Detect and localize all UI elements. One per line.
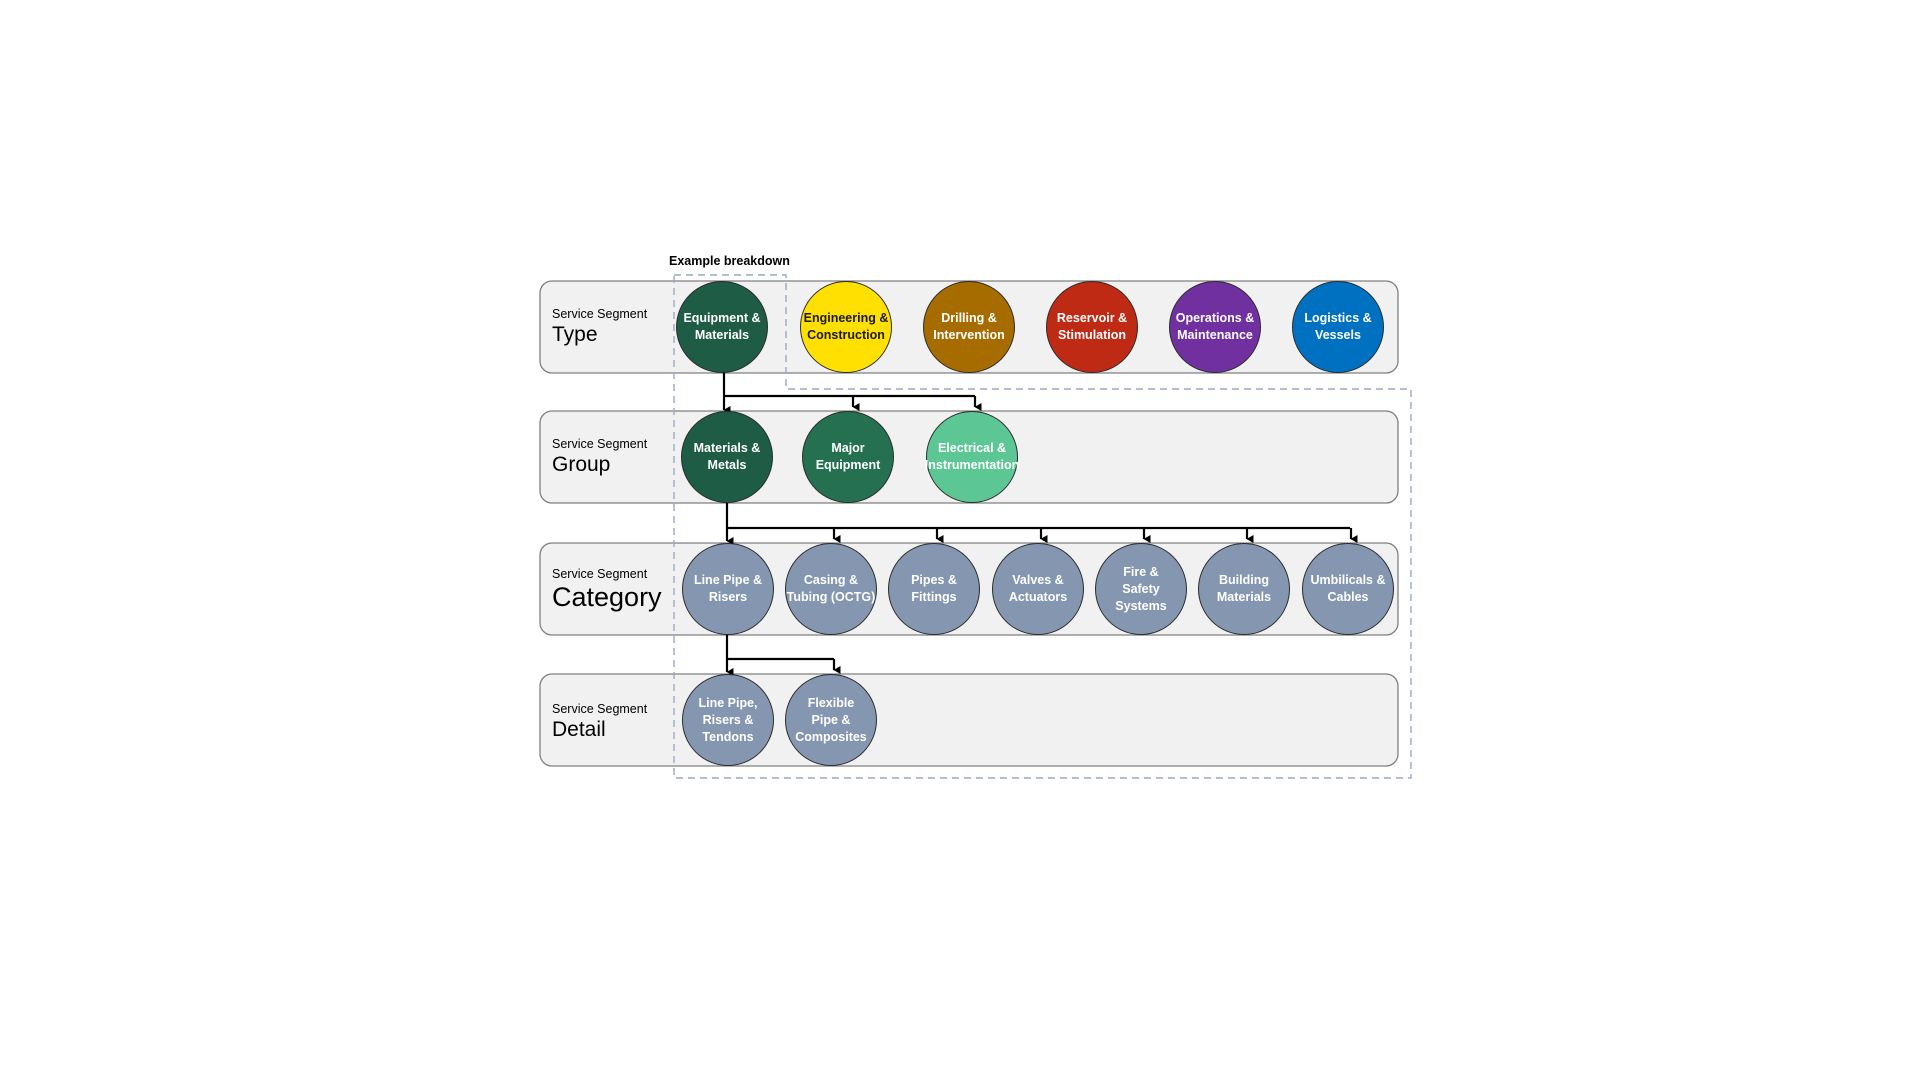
node-materials-metals: Materials & Metals xyxy=(681,411,773,503)
row-small-label: Service Segment xyxy=(552,307,648,321)
row-small-label: Service Segment xyxy=(552,437,648,451)
node-casing-tubing: Casing & Tubing (OCTG) xyxy=(785,543,877,635)
row-label-category: Service Segment Category xyxy=(552,567,672,612)
example-breakdown-outline xyxy=(673,274,1412,779)
row-label-detail: Service Segment Detail xyxy=(552,702,672,743)
node-reservoir-stimulation: Reservoir & Stimulation xyxy=(1046,281,1138,373)
node-electrical-instrumentation: Electrical & Instrumentation xyxy=(925,411,1019,503)
node-pipes-fittings: Pipes & Fittings xyxy=(888,543,980,635)
node-line-pipe-risers: Line Pipe & Risers xyxy=(682,543,774,635)
row-title: Category xyxy=(552,582,662,612)
node-fire-safety-systems: Fire & Safety Systems xyxy=(1095,543,1187,635)
row-title: Group xyxy=(552,453,611,476)
example-breakdown-label: Example breakdown xyxy=(669,254,790,268)
row-label-group: Service Segment Group xyxy=(552,437,672,478)
row-label-type: Service Segment Type xyxy=(552,307,672,348)
node-operations-maintenance: Operations & Maintenance xyxy=(1169,281,1261,373)
node-equipment-materials: Equipment & Materials xyxy=(676,281,768,373)
node-logistics-vessels: Logistics & Vessels xyxy=(1292,281,1384,373)
row-title: Detail xyxy=(552,718,606,741)
node-building-materials: Building Materials xyxy=(1198,543,1290,635)
node-line-pipe-risers-tendons: Line Pipe, Risers & Tendons xyxy=(682,674,774,766)
row-title: Type xyxy=(552,323,598,346)
node-valves-actuators: Valves & Actuators xyxy=(992,543,1084,635)
node-drilling-intervention: Drilling & Intervention xyxy=(923,281,1015,373)
row-small-label: Service Segment xyxy=(552,567,648,581)
node-engineering-construction: Engineering & Construction xyxy=(800,281,892,373)
node-major-equipment: Major Equipment xyxy=(802,411,894,503)
node-umbilicals-cables: Umbilicals & Cables xyxy=(1302,543,1394,635)
node-flexible-pipe-composites: Flexible Pipe & Composites xyxy=(785,674,877,766)
row-small-label: Service Segment xyxy=(552,702,648,716)
